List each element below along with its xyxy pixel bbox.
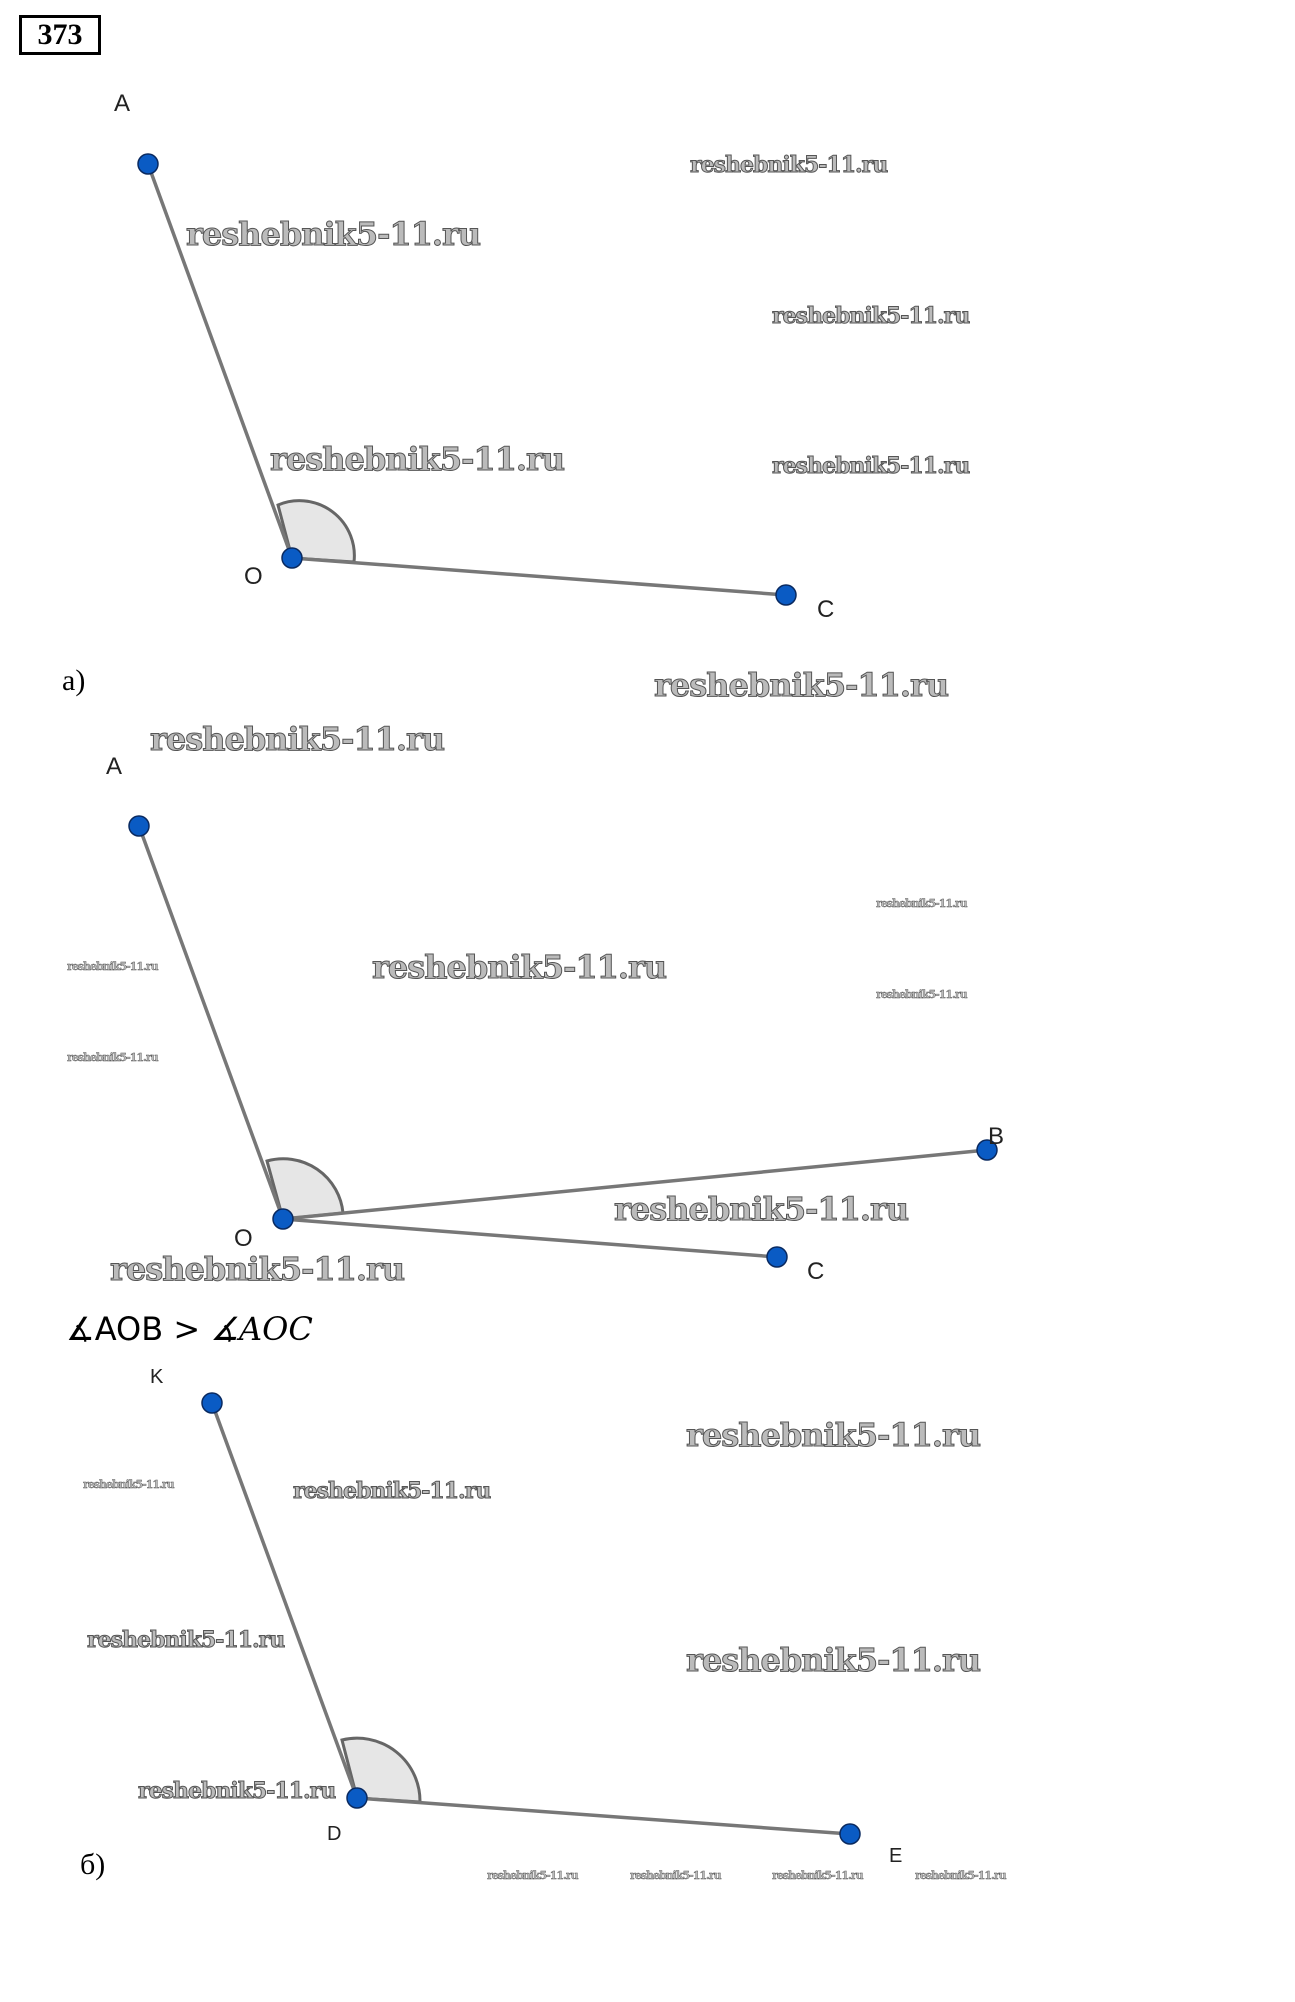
watermark: reshebnik5-11.ru [653, 666, 949, 705]
point-d [346, 1787, 368, 1809]
point-b-2 [976, 1139, 998, 1161]
watermark: reshebnik5-11.ru [876, 988, 968, 1001]
watermark: reshebnik5-11.ru [185, 215, 481, 254]
label-b-2: B [988, 1123, 1005, 1150]
watermark: reshebnik5-11.ru [685, 1641, 981, 1680]
label-c-1: C [817, 596, 835, 623]
angle-arc-kde [340, 1736, 422, 1804]
point-c-2 [766, 1246, 788, 1268]
angle-arc-aoc [276, 499, 356, 564]
watermark: reshebnik5-11.ru [876, 897, 968, 910]
watermark: reshebnik5-11.ru [292, 1478, 491, 1505]
label-c-2: C [807, 1258, 825, 1285]
label-d: D [327, 1823, 342, 1845]
watermark: reshebnik5-11.ru [67, 960, 159, 973]
watermark: reshebnik5-11.ru [67, 1051, 159, 1064]
watermark: reshebnik5-11.ru [771, 453, 970, 480]
part-label-b: б) [80, 1848, 106, 1881]
point-k [201, 1392, 223, 1414]
ray-dk [210, 1402, 359, 1799]
watermark: reshebnik5-11.ru [371, 948, 667, 987]
label-o-1: O [244, 563, 263, 590]
ray-oa-1 [146, 163, 294, 559]
point-a-1 [137, 153, 159, 175]
ray-oc-1 [291, 556, 787, 597]
point-o-2 [272, 1208, 294, 1230]
angle-relation: ∡AOB > ∡AOC [66, 1310, 313, 1348]
watermark: reshebnik5-11.ru [630, 1869, 722, 1882]
label-a-1: A [114, 90, 131, 117]
point-a-2 [128, 815, 150, 837]
ray-oa-2 [137, 825, 285, 1220]
watermark: reshebnik5-11.ru [487, 1869, 579, 1882]
ray-oc-2 [282, 1217, 778, 1259]
relation-op: > [173, 1310, 201, 1348]
watermark: reshebnik5-11.ru [689, 152, 888, 179]
label-k: K [150, 1366, 164, 1388]
watermark: reshebnik5-11.ru [771, 303, 970, 330]
watermark: reshebnik5-11.ru [137, 1778, 336, 1805]
watermark: reshebnik5-11.ru [772, 1869, 864, 1882]
part-label-a: а) [62, 664, 86, 697]
watermark: reshebnik5-11.ru [149, 720, 445, 759]
watermark: reshebnik5-11.ru [613, 1190, 909, 1229]
watermark: reshebnik5-11.ru [109, 1250, 405, 1289]
watermark: reshebnik5-11.ru [86, 1627, 285, 1654]
relation-left: ∡AOB [66, 1310, 164, 1348]
relation-right: ∡AOC [210, 1310, 313, 1348]
ray-ob-2 [282, 1148, 988, 1221]
watermark: reshebnik5-11.ru [83, 1478, 175, 1491]
label-e: E [889, 1845, 903, 1867]
point-o-1 [281, 547, 303, 569]
watermark: reshebnik5-11.ru [915, 1869, 1007, 1882]
ray-de [356, 1796, 851, 1836]
label-a-2: A [106, 753, 123, 780]
problem-number: 373 [19, 15, 101, 55]
angle-arc-aob [265, 1157, 345, 1221]
point-e [839, 1823, 861, 1845]
watermark: reshebnik5-11.ru [685, 1416, 981, 1455]
label-o-2: O [234, 1225, 253, 1252]
point-c-1 [775, 584, 797, 606]
watermark: reshebnik5-11.ru [269, 440, 565, 479]
